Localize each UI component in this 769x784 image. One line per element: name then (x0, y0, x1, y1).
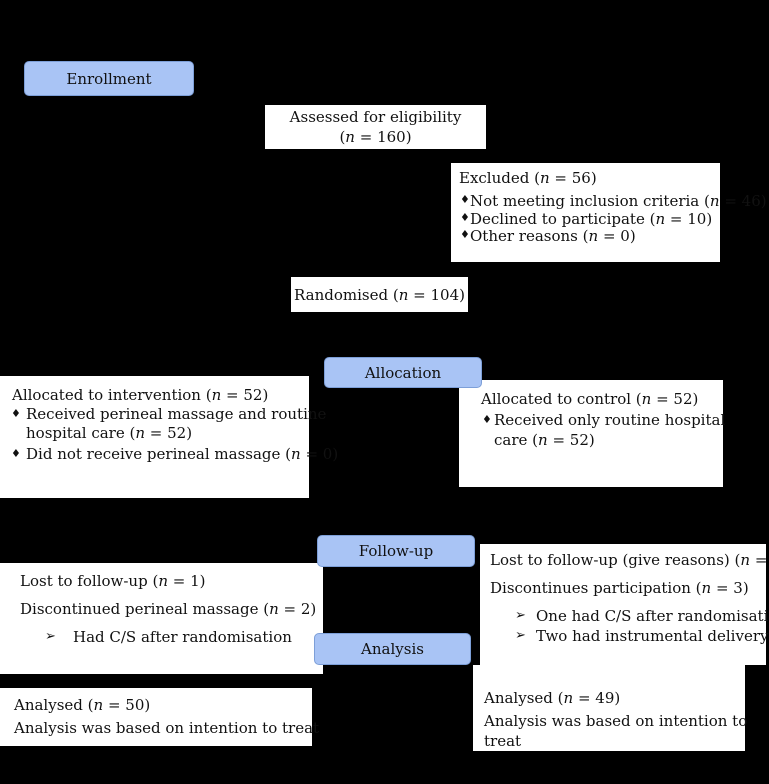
followup-left-sub1: Had C/S after randomisation (73, 628, 292, 646)
followup-left-box: Lost to follow-up (n = 1) Discontinued p… (0, 563, 323, 674)
control-title: Allocated to control (n = 52) (481, 390, 699, 408)
followup-left-discontinued: Discontinued perineal massage (n = 2) (20, 600, 317, 618)
followup-right-sub1: One had C/S after randomisation (536, 607, 769, 625)
control-item-1-line1: Received only routine hospital (494, 411, 726, 429)
analysis-label: Analysis (314, 633, 471, 665)
followup-right-box: Lost to follow-up (give reasons) (n = 0)… (480, 544, 769, 665)
analysis-left-itt: Analysis was based on intention to treat (14, 719, 320, 737)
allocation-label: Allocation (324, 357, 482, 388)
diamond-icon: ♦ (11, 407, 21, 420)
diamond-icon: ♦ (460, 228, 470, 241)
analysis-right-itt-line2: treat (484, 732, 522, 750)
analysis-text: Analysis (361, 640, 424, 658)
followup-right-sub2: Two had instrumental delivery (536, 627, 769, 645)
allocation-text: Allocation (364, 363, 442, 382)
diamond-icon: ♦ (11, 447, 21, 460)
control-item-1-line2: care (n = 52) (494, 431, 595, 449)
analysis-left-count: Analysed (n = 50) (14, 696, 151, 714)
assessed-line1: Assessed for eligibility (289, 108, 462, 126)
control-box: Allocated to control (n = 52) ♦ Received… (459, 380, 726, 487)
randomised-text: Randomised (n = 104) (294, 285, 465, 304)
arrowhead-bullet-icon: ➢ (515, 608, 526, 623)
analysis-right-box: Analysed (n = 49) Analysis was based on … (473, 665, 748, 751)
intervention-title: Allocated to intervention (n = 52) (12, 386, 269, 404)
enrollment-text: Enrollment (66, 69, 152, 88)
excluded-item-2: Declined to participate (n = 10) (470, 210, 713, 228)
arrowhead-bullet-icon: ➢ (515, 628, 526, 643)
randomised-box: Randomised (n = 104) (291, 277, 468, 312)
follow-up-label: Follow-up (317, 535, 475, 567)
analysis-left-box: Analysed (n = 50) Analysis was based on … (0, 688, 319, 746)
intervention-item-1-line2: hospital care (n = 52) (26, 424, 193, 442)
assessed-box: Assessed for eligibility (n = 160) (265, 105, 486, 149)
followup-right-discontinued: Discontinues participation (n = 3) (490, 579, 749, 597)
diamond-icon: ♦ (460, 193, 470, 206)
intervention-item-2: Did not receive perineal massage (n = 0) (26, 445, 339, 463)
arrowhead-bullet-icon: ➢ (45, 629, 56, 644)
excluded-title: Excluded (n = 56) (459, 169, 597, 187)
followup-left-lost: Lost to follow-up (n = 1) (20, 572, 206, 590)
followup-right-lost: Lost to follow-up (give reasons) (n = 0) (490, 551, 769, 569)
excluded-box: Excluded (n = 56) ♦ Not meeting inclusio… (451, 163, 767, 262)
intervention-box: Allocated to intervention (n = 52) ♦ Rec… (0, 376, 338, 498)
intervention-item-1-line1: Received perineal massage and routine (26, 405, 327, 423)
analysis-right-count: Analysed (n = 49) (484, 689, 621, 707)
diamond-icon: ♦ (482, 413, 492, 426)
analysis-right-itt-line1: Analysis was based on intention to (484, 712, 748, 730)
enrollment-label: Enrollment (24, 61, 194, 96)
follow-up-text: Follow-up (358, 542, 434, 560)
excluded-item-1: Not meeting inclusion criteria (n = 46) (470, 192, 767, 210)
excluded-item-3: Other reasons (n = 0) (470, 227, 636, 245)
assessed-count: (n = 160) (339, 128, 412, 146)
diamond-icon: ♦ (460, 211, 470, 224)
